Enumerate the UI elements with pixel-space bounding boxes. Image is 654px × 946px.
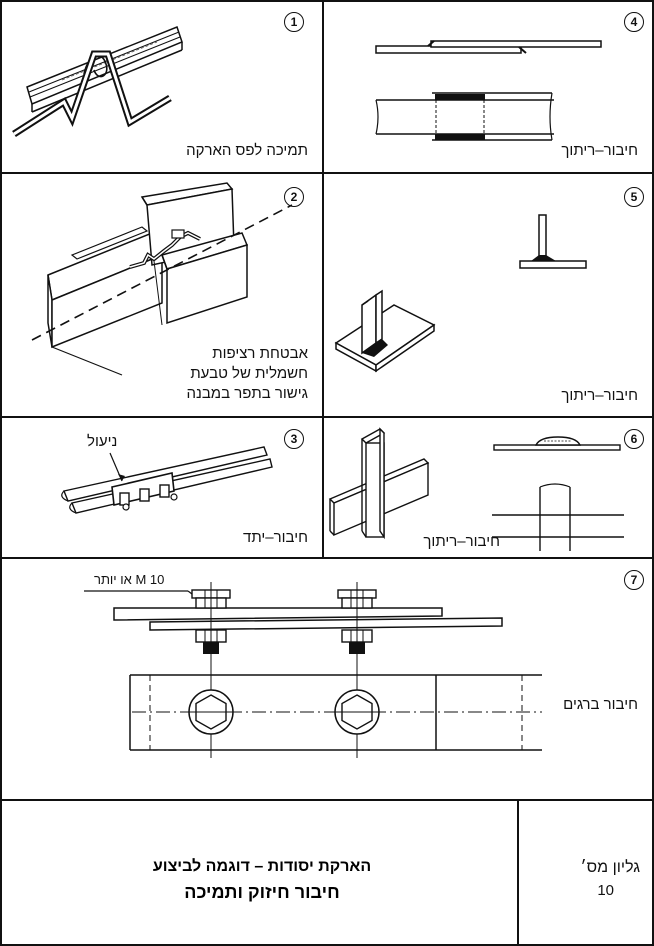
lap-weld-drawing bbox=[375, 40, 602, 141]
panel-1-caption: תמיכה לפס הארקה bbox=[186, 142, 308, 159]
panel-number-6: 6 bbox=[624, 429, 644, 449]
wedge-connection-drawing bbox=[61, 446, 273, 514]
panel-number-3: 3 bbox=[284, 429, 304, 449]
panel-number-2: 2 bbox=[284, 187, 304, 207]
panel-4: 4 חיבור–ריתוך bbox=[324, 2, 652, 172]
sheet-number-block: גליון מס׳ 10 bbox=[520, 802, 652, 944]
drawing-subtitle: חיבור חיזוק ותמיכה bbox=[184, 882, 340, 902]
expansion-joint-bridging-drawing bbox=[31, 182, 293, 376]
panel-7: 7 bbox=[2, 560, 652, 799]
panel-2: 2 אבטחת רציפות bbox=[2, 175, 322, 416]
cross-weld-drawing bbox=[328, 427, 624, 551]
panel-number-1: 1 bbox=[284, 12, 304, 32]
panel-number-5: 5 bbox=[624, 187, 644, 207]
panel-number-4: 4 bbox=[624, 12, 644, 32]
tee-weld-drawing bbox=[334, 214, 587, 373]
panel-6: 6 חיבור–ריתוך bbox=[324, 419, 652, 557]
panel-2-caption-line2: חשמלית של טבעת bbox=[190, 365, 308, 382]
sheet-number: 10 bbox=[597, 882, 614, 899]
panel-2-caption-line3: גישור בתפר במבנה bbox=[186, 385, 308, 402]
sheet-label: גליון מס׳ bbox=[580, 859, 640, 876]
bolted-connection-drawing bbox=[84, 582, 542, 758]
panel-7-callout: M 10 או יותר bbox=[94, 572, 165, 587]
panel-5-caption: חיבור–ריתוך bbox=[561, 387, 638, 404]
panel-3-callout: ניעול bbox=[87, 433, 118, 450]
panel-1: 1 תמיכה לפס הארקה bbox=[2, 2, 322, 172]
panel-7-caption: חיבור ברגים bbox=[563, 696, 638, 713]
panel-6-caption: חיבור–ריתוך bbox=[423, 533, 500, 550]
panel-3-caption: חיבור–יתד bbox=[243, 529, 308, 546]
drawing-title: הארקת יסודות – דוגמה לביצוע bbox=[152, 858, 372, 875]
panel-2-caption-line1: אבטחת רציפות bbox=[212, 345, 308, 362]
panel-number-7: 7 bbox=[624, 570, 644, 590]
panel-5: 5 חיבור–ריתוך bbox=[324, 175, 652, 416]
panel-4-caption: חיבור–ריתוך bbox=[561, 142, 638, 159]
panel-3: 3 ניעול חיבור–יתד bbox=[2, 419, 322, 557]
grounding-strip-support-drawing bbox=[12, 26, 183, 137]
title-block: הארקת יסודות – דוגמה לביצוע חיבור חיזוק … bbox=[2, 802, 517, 944]
